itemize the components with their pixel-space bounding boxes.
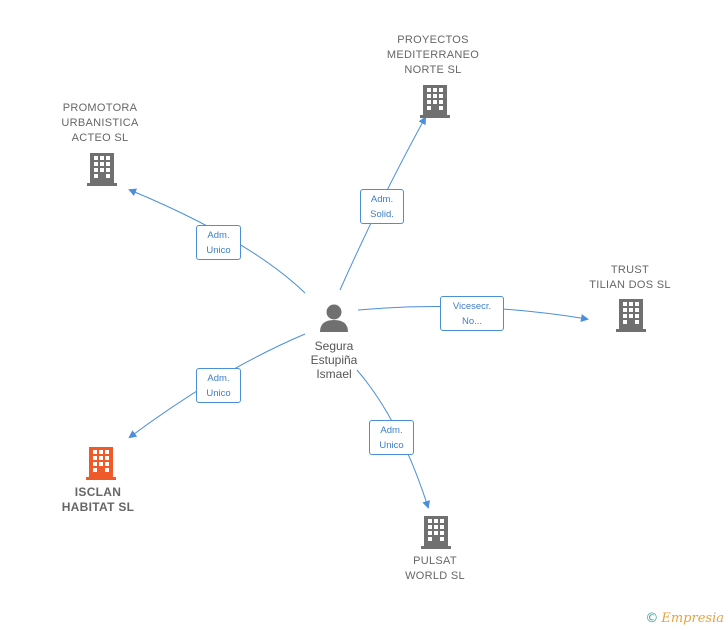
building-icon[interactable]	[421, 516, 451, 549]
building-icon[interactable]	[87, 153, 117, 186]
edge-role-promotora[interactable]: Adm. Unico	[196, 225, 241, 260]
brand-logo-text: Empresia	[661, 611, 724, 626]
edge-role-trust[interactable]: Vicesecr. No...	[440, 296, 504, 331]
company-label-trust[interactable]: TRUST TILIAN DOS SL	[589, 264, 671, 291]
company-label-isclan[interactable]: ISCLAN HABITAT SL	[61, 485, 135, 514]
company-label-proyectos[interactable]: PROYECTOS MEDITERRANEO NORTE SL	[386, 34, 480, 76]
building-icon[interactable]	[86, 447, 116, 480]
copyright-symbol: ©	[645, 611, 659, 626]
person-icon[interactable]	[320, 304, 348, 333]
building-icon[interactable]	[420, 85, 450, 118]
person-label[interactable]: Segura Estupiña Ismael	[310, 339, 358, 381]
company-label-pulsat[interactable]: PULSAT WORLD SL	[405, 555, 465, 582]
building-icon[interactable]	[616, 299, 646, 332]
edge-role-proyectos[interactable]: Adm. Solid.	[360, 189, 404, 224]
edge-role-isclan[interactable]: Adm. Unico	[196, 368, 241, 403]
edge-role-pulsat[interactable]: Adm. Unico	[369, 420, 414, 455]
company-label-promotora[interactable]: PROMOTORA URBANISTICA ACTEO SL	[61, 102, 139, 144]
brand-footer: ©Empresia	[645, 611, 724, 626]
